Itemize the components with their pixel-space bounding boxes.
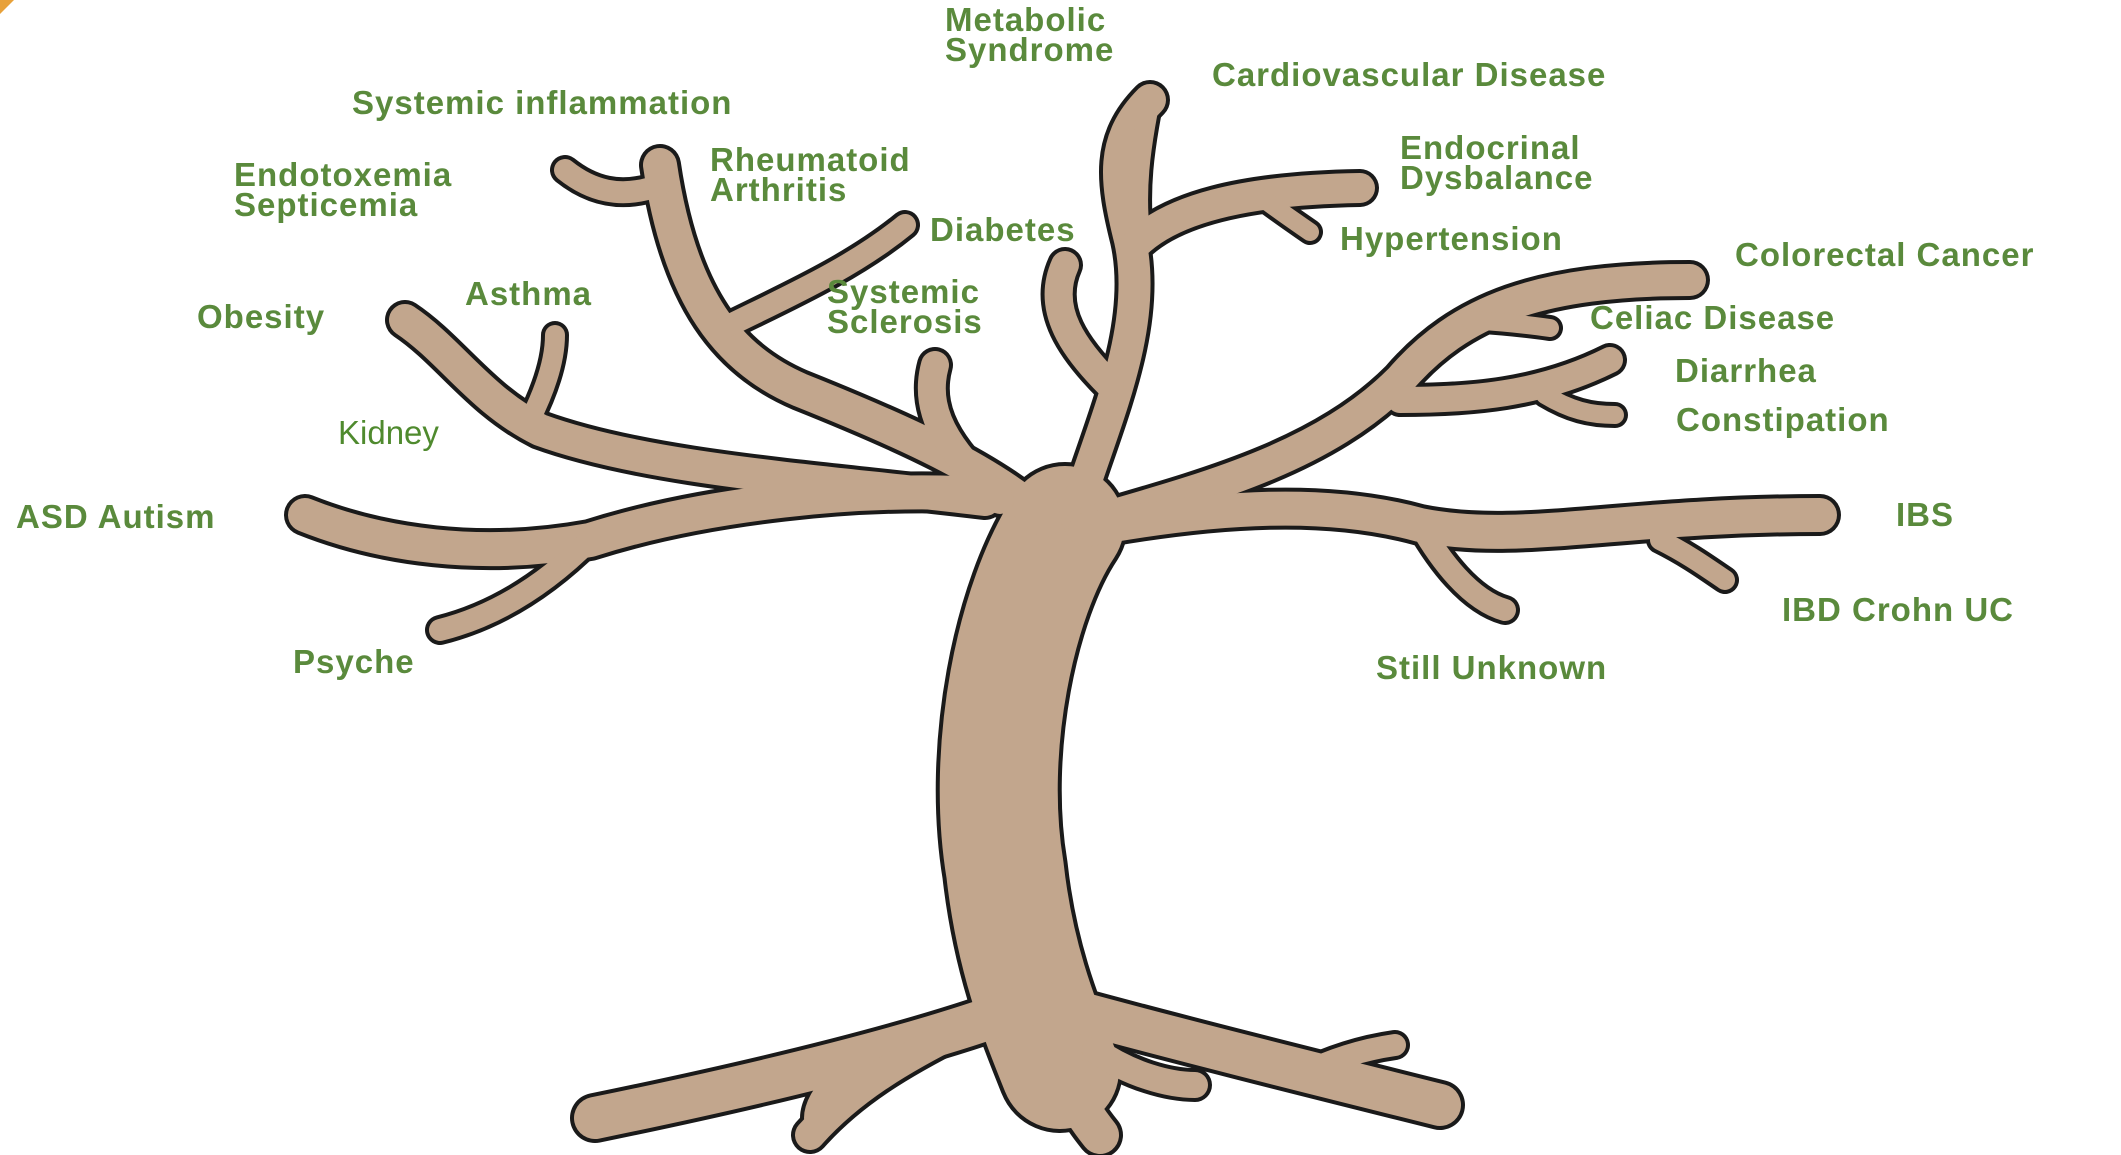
label-celiac-disease: Celiac Disease	[1590, 303, 1835, 333]
label-endotoxemia-septicemia: Endotoxemia Septicemia	[234, 160, 452, 220]
tree-fill	[305, 100, 1820, 1135]
label-hypertension: Hypertension	[1340, 224, 1563, 254]
label-psyche: Psyche	[293, 647, 415, 677]
label-kidney: Kidney	[338, 418, 439, 448]
label-diarrhea: Diarrhea	[1675, 356, 1817, 386]
label-ibs: IBS	[1896, 500, 1954, 530]
label-constipation: Constipation	[1676, 405, 1890, 435]
label-diabetes: Diabetes	[930, 215, 1076, 245]
label-ibd-crohn-uc: IBD Crohn UC	[1782, 595, 2014, 625]
label-endocrinal-dysbalance: Endocrinal Dysbalance	[1400, 133, 1593, 193]
branch-asd	[305, 492, 995, 549]
label-still-unknown: Still Unknown	[1376, 653, 1607, 683]
label-cardiovascular-disease: Cardiovascular Disease	[1212, 60, 1606, 90]
twig-metabolic	[1138, 100, 1150, 235]
label-asthma: Asthma	[465, 279, 592, 309]
label-asd-autism: ASD Autism	[16, 502, 215, 532]
label-systemic-inflammation: Systemic inflammation	[352, 88, 732, 118]
label-obesity: Obesity	[197, 302, 325, 332]
label-metabolic-syndrome: Metabolic Syndrome	[945, 5, 1114, 65]
label-systemic-sclerosis: Systemic Sclerosis	[827, 277, 983, 337]
twig-celiac	[1470, 320, 1550, 328]
label-rheumatoid-arthritis: Rheumatoid Arthritis	[710, 145, 911, 205]
label-colorectal-cancer: Colorectal Cancer	[1735, 240, 2034, 270]
